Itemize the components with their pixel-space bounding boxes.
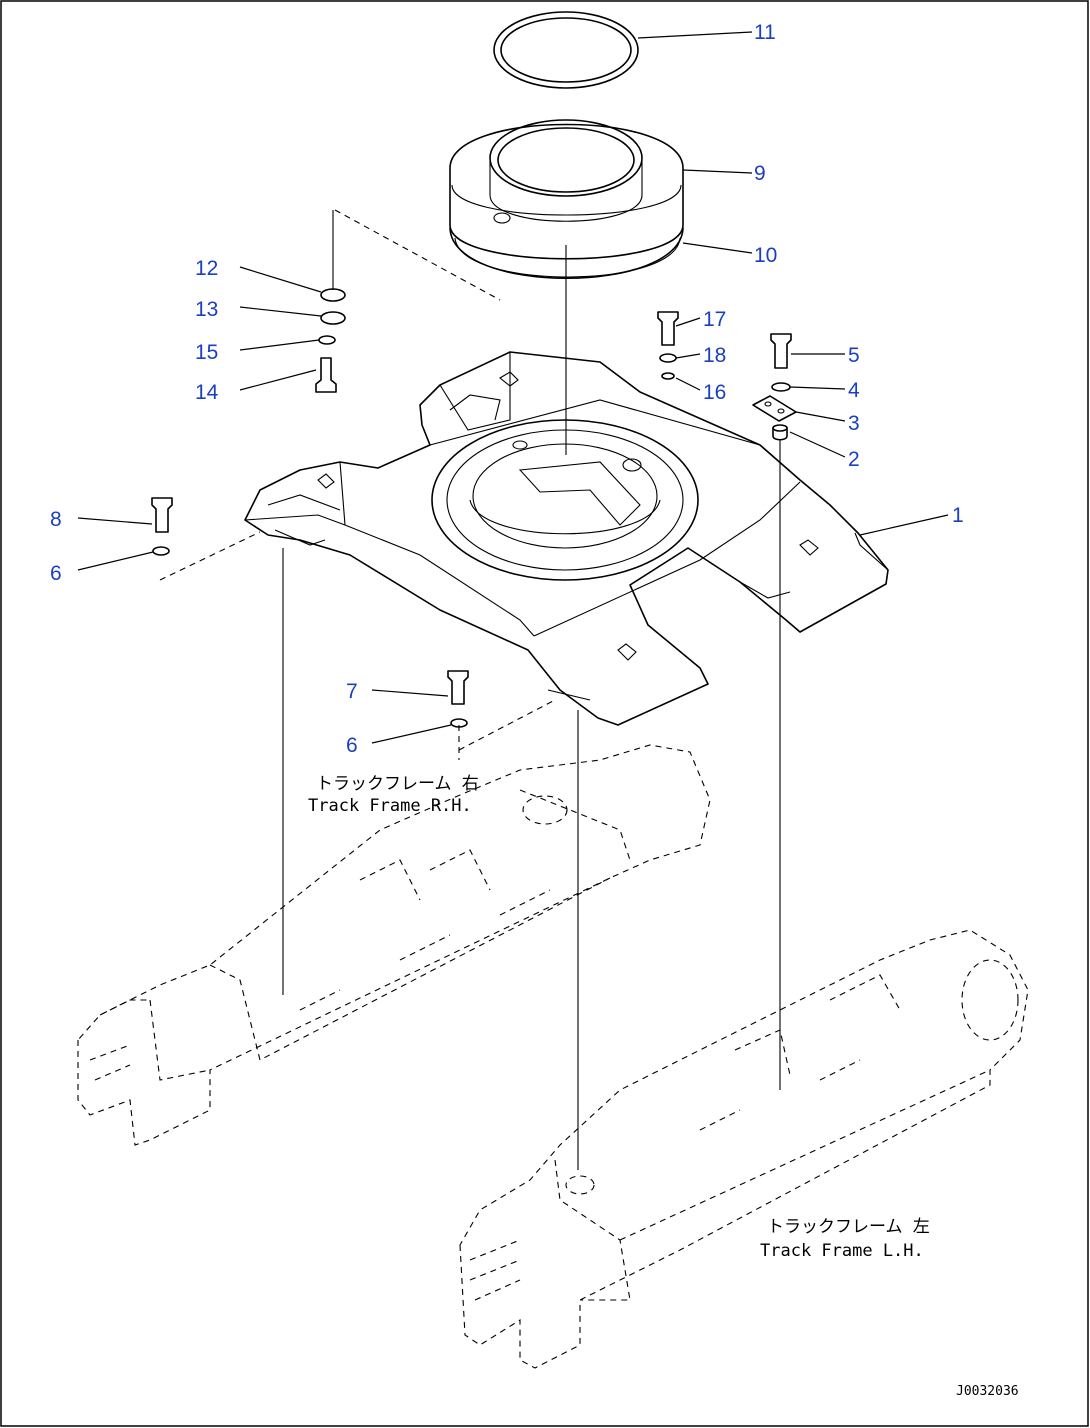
track-frame-lh-label-jp: トラックフレーム 左: [767, 1217, 930, 1237]
hardware-group-center: [657, 311, 679, 380]
track-frame-rh: [77, 744, 711, 1146]
hardware-group-right: [752, 333, 797, 441]
drawing-code: J0032036: [956, 1384, 1019, 1399]
callout-9: 9: [754, 162, 766, 185]
track-frame-rh-label-en: Track Frame R.H.: [308, 796, 472, 816]
callout-16: 16: [703, 381, 726, 404]
callout-13: 13: [195, 298, 218, 321]
callout-14: 14: [195, 381, 219, 404]
track-frame-lh: [459, 929, 1029, 1369]
callout-2: 2: [848, 448, 860, 471]
callout-6-bottom: 6: [346, 734, 358, 757]
callout-numbers: 11 9 10 1 2 3 4 5 16 18 17 12 13 15 14 8…: [50, 21, 964, 757]
callout-6-left: 6: [50, 562, 62, 585]
callout-18: 18: [703, 344, 726, 367]
callout-8: 8: [50, 508, 62, 531]
callout-17: 17: [703, 308, 726, 331]
leader-lines: [77, 31, 949, 744]
assembly-lines: [159, 209, 781, 1170]
seal-ring: [493, 11, 639, 89]
hardware-group-bottom: [447, 670, 469, 728]
track-frame-lh-label-en: Track Frame L.H.: [760, 1241, 924, 1261]
callout-15: 15: [195, 341, 218, 364]
callout-12: 12: [195, 257, 218, 280]
callout-5: 5: [848, 344, 860, 367]
callout-7: 7: [346, 680, 358, 703]
hardware-group-left: [315, 288, 346, 393]
center-frame: [244, 351, 889, 726]
callout-11: 11: [754, 21, 776, 44]
callout-4: 4: [848, 379, 860, 402]
callout-1: 1: [952, 504, 964, 527]
callout-10: 10: [754, 244, 777, 267]
track-frame-rh-label-jp: トラックフレーム 右: [316, 774, 479, 794]
hardware-group-far-left: [151, 497, 173, 556]
captions: トラックフレーム 右 Track Frame R.H. トラックフレーム 左 T…: [308, 774, 1019, 1399]
callout-3: 3: [848, 412, 860, 435]
